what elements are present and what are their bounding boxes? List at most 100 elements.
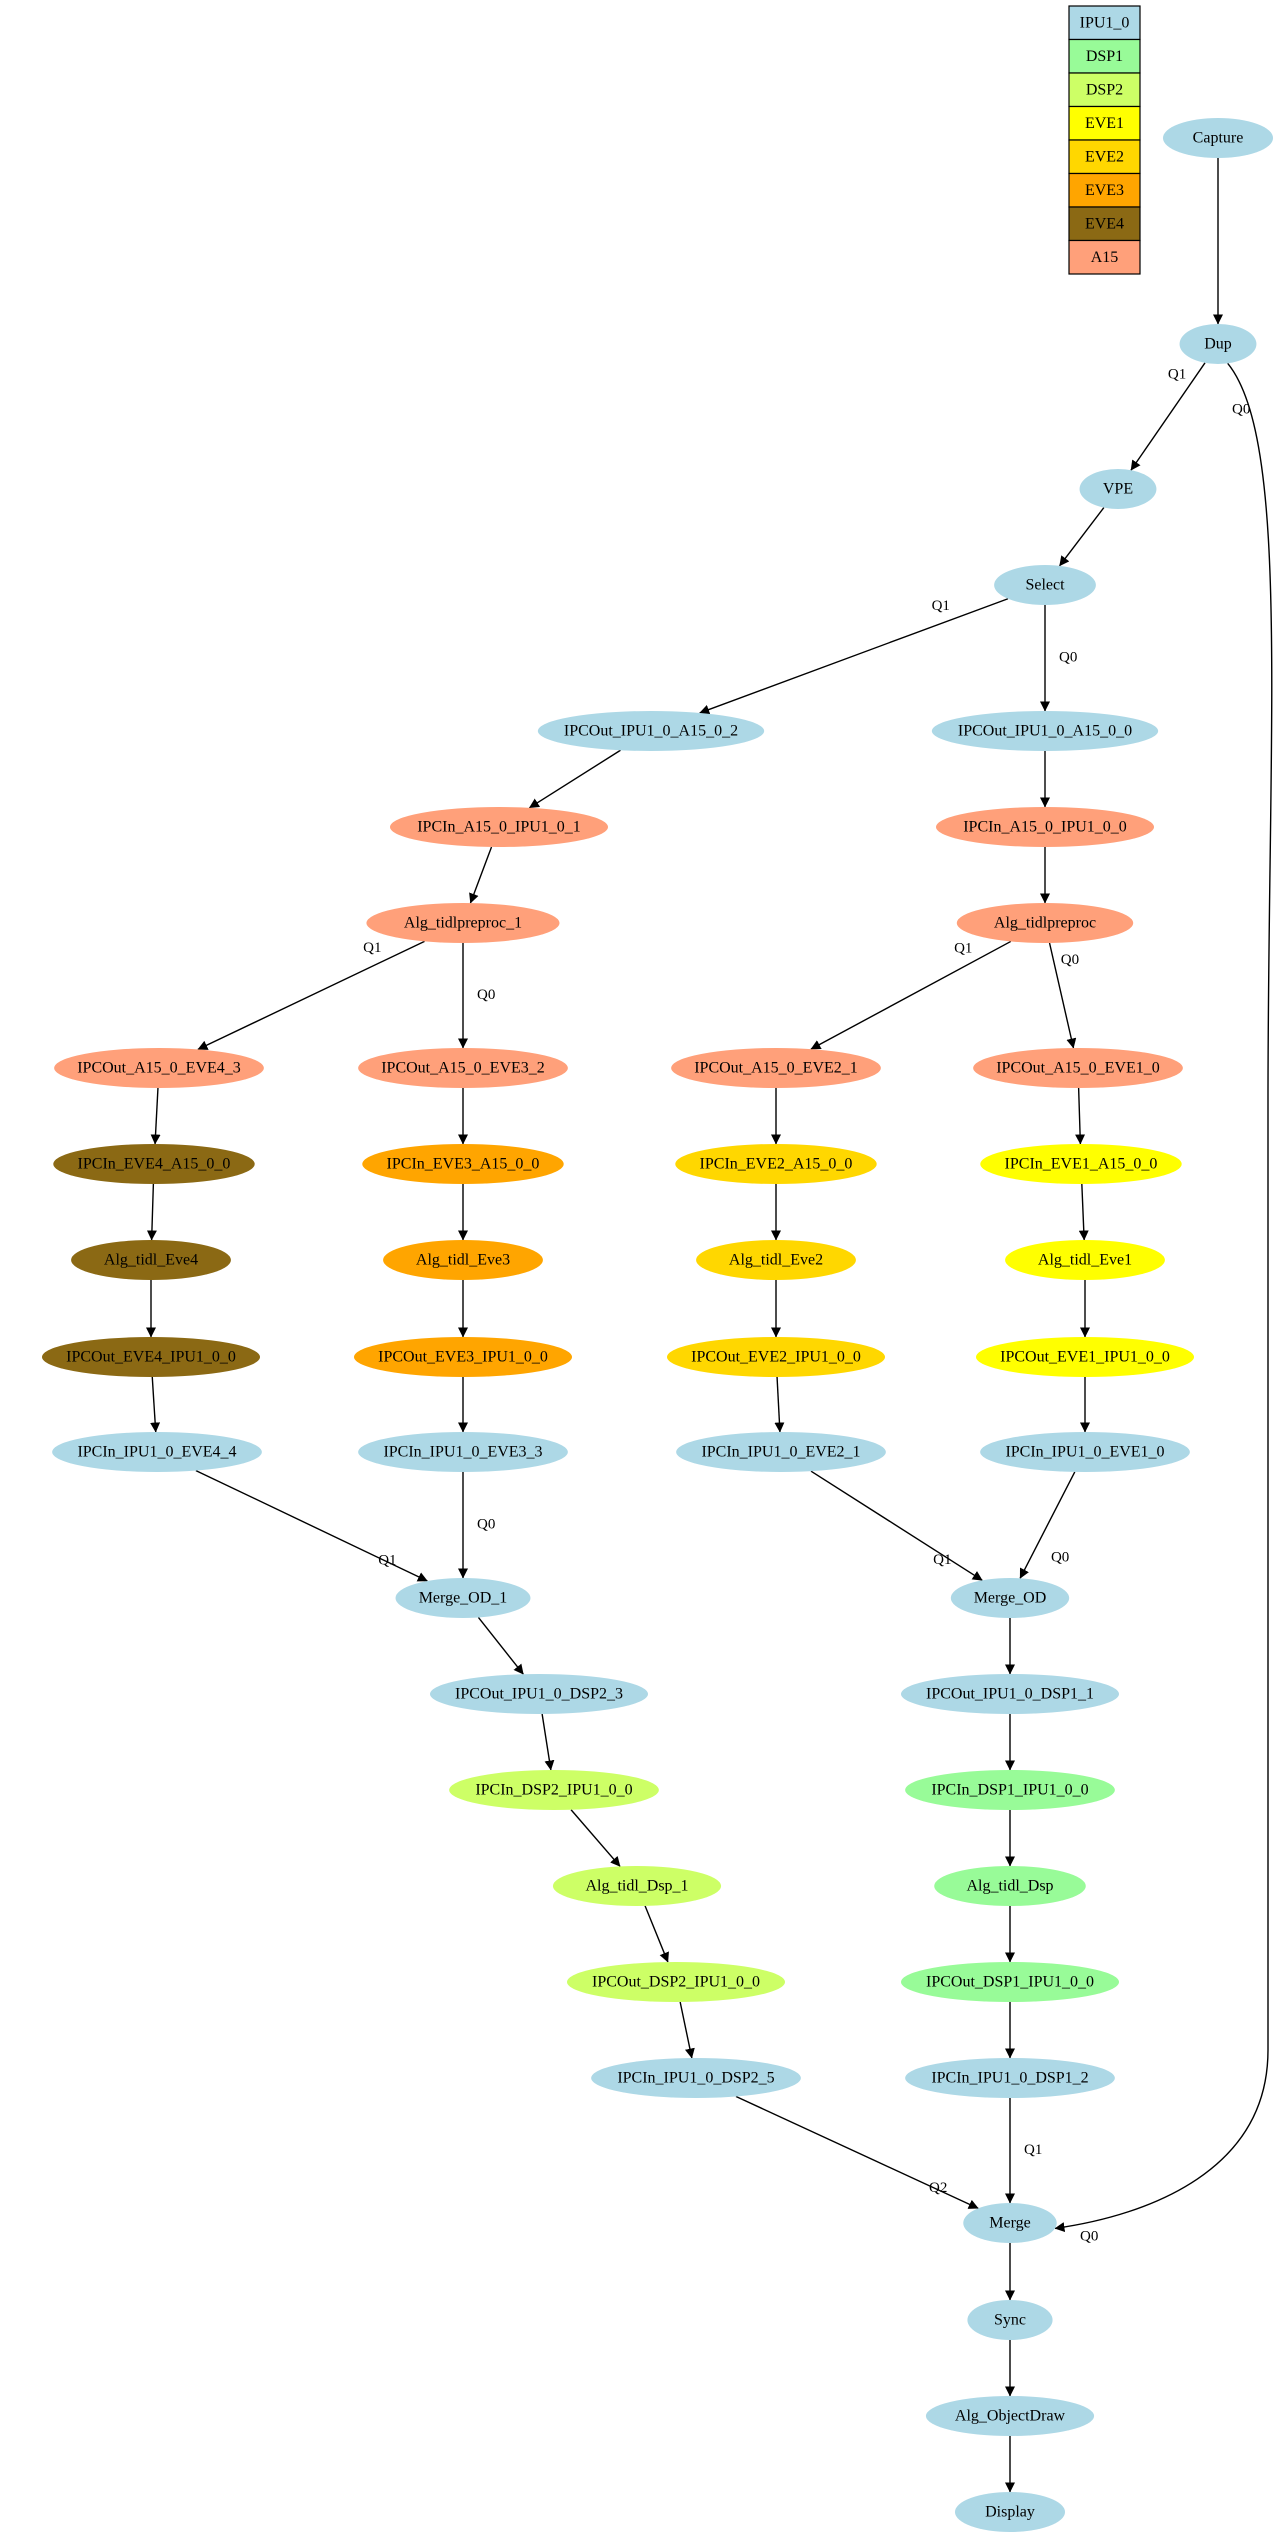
node-label: IPCOut_DSP2_IPU1_0_0 bbox=[592, 1974, 760, 1991]
node-shape bbox=[667, 1337, 885, 1377]
node-shape bbox=[1079, 469, 1157, 509]
node-label: Capture bbox=[1193, 130, 1244, 147]
node-label: IPCOut_A15_0_EVE2_1 bbox=[694, 1060, 858, 1077]
edge-dup-to-vpe: Q1 bbox=[1130, 362, 1206, 471]
node-select[interactable]: Select bbox=[994, 565, 1096, 605]
legend-entry-a15: A15 bbox=[1068, 239, 1141, 275]
node-ipcout-ipu1-dsp1-1[interactable]: IPCOut_IPU1_0_DSP1_1 bbox=[901, 1674, 1119, 1714]
node-label: Alg_ObjectDraw bbox=[955, 2408, 1066, 2425]
node-label: IPCIn_A15_0_IPU1_0_0 bbox=[963, 819, 1127, 836]
node-ipcin-ipu1-dsp2-5[interactable]: IPCIn_IPU1_0_DSP2_5 bbox=[591, 2058, 801, 2098]
edge-label: Q1 bbox=[363, 940, 381, 956]
node-dup[interactable]: Dup bbox=[1179, 324, 1257, 364]
node-alg-tidlpreproc[interactable]: Alg_tidlpreproc bbox=[956, 903, 1134, 943]
node-alg-objectdraw[interactable]: Alg_ObjectDraw bbox=[925, 2396, 1095, 2436]
node-ipcout-ipu1-a15-2[interactable]: IPCOut_IPU1_0_A15_0_2 bbox=[537, 711, 765, 751]
node-ipcin-ipu1-eve1-0[interactable]: IPCIn_IPU1_0_EVE1_0 bbox=[980, 1432, 1190, 1472]
node-label: IPCIn_IPU1_0_EVE3_3 bbox=[383, 1444, 542, 1461]
node-label: Display bbox=[985, 2504, 1035, 2521]
node-sync[interactable]: Sync bbox=[967, 2300, 1053, 2340]
node-label: IPCIn_DSP2_IPU1_0_0 bbox=[475, 1782, 632, 1799]
legend-swatch bbox=[1068, 38, 1141, 74]
legend-entry-eve2: EVE2 bbox=[1068, 139, 1141, 175]
node-ipcin-ipu1-eve3-3[interactable]: IPCIn_IPU1_0_EVE3_3 bbox=[358, 1432, 568, 1472]
node-capture[interactable]: Capture bbox=[1162, 118, 1274, 158]
node-shape bbox=[591, 2058, 801, 2098]
node-ipcout-a15-eve1-0[interactable]: IPCOut_A15_0_EVE1_0 bbox=[973, 1048, 1183, 1088]
node-alg-tidl-eve1[interactable]: Alg_tidl_Eve1 bbox=[1005, 1240, 1165, 1280]
node-alg-tidl-dsp[interactable]: Alg_tidl_Dsp bbox=[934, 1866, 1086, 1906]
edge-line bbox=[1130, 362, 1206, 471]
node-shape bbox=[980, 1144, 1182, 1184]
node-display[interactable]: Display bbox=[954, 2492, 1066, 2532]
node-vpe[interactable]: VPE bbox=[1079, 469, 1157, 509]
node-merge-od-1[interactable]: Merge_OD_1 bbox=[395, 1578, 531, 1618]
node-ipcin-ipu1-eve2-1[interactable]: IPCIn_IPU1_0_EVE2_1 bbox=[676, 1432, 886, 1472]
node-shape bbox=[1005, 1240, 1165, 1280]
edge-line bbox=[1078, 1183, 1089, 1241]
legend-entry-dsp2: DSP2 bbox=[1068, 72, 1141, 108]
edge-label: Q0 bbox=[1061, 952, 1079, 968]
node-alg-tidl-eve2[interactable]: Alg_tidl_Eve2 bbox=[696, 1240, 856, 1280]
node-ipcout-ipu1-dsp2-3[interactable]: IPCOut_IPU1_0_DSP2_3 bbox=[430, 1674, 648, 1714]
edge-ipcin_eve1_a15-to-alg_tidl_eve1 bbox=[1078, 1183, 1089, 1241]
node-shape bbox=[354, 1337, 572, 1377]
edge-ipcin_ipu1_dsp2_5-to-merge: Q2 bbox=[735, 2095, 979, 2209]
node-shape bbox=[980, 1432, 1190, 1472]
node-ipcout-a15-eve3-2[interactable]: IPCOut_A15_0_EVE3_2 bbox=[358, 1048, 568, 1088]
node-ipcin-ipu1-eve4-4[interactable]: IPCIn_IPU1_0_EVE4_4 bbox=[52, 1432, 262, 1472]
node-label: Alg_tidl_Dsp bbox=[966, 1878, 1053, 1895]
node-ipcin-ipu1-dsp1-2[interactable]: IPCIn_IPU1_0_DSP1_2 bbox=[905, 2058, 1115, 2098]
node-merge[interactable]: Merge bbox=[963, 2203, 1057, 2243]
node-merge-od[interactable]: Merge_OD bbox=[950, 1578, 1070, 1618]
edge-line bbox=[679, 2001, 695, 2059]
node-shape bbox=[1179, 324, 1257, 364]
node-label: Alg_tidl_Eve2 bbox=[729, 1252, 823, 1269]
node-ipcout-a15-eve4-3[interactable]: IPCOut_A15_0_EVE4_3 bbox=[54, 1048, 264, 1088]
edge-line bbox=[541, 1713, 555, 1771]
node-shape bbox=[567, 1962, 785, 2002]
node-shape bbox=[537, 711, 765, 751]
node-ipcout-a15-eve2-1[interactable]: IPCOut_A15_0_EVE2_1 bbox=[671, 1048, 881, 1088]
node-shape bbox=[954, 2492, 1066, 2532]
node-alg-tidl-dsp-1[interactable]: Alg_tidl_Dsp_1 bbox=[552, 1866, 722, 1906]
node-alg-tidl-eve3[interactable]: Alg_tidl_Eve3 bbox=[383, 1240, 543, 1280]
node-ipcin-a15-ipu1-0[interactable]: IPCIn_A15_0_IPU1_0_0 bbox=[936, 807, 1154, 847]
node-shape bbox=[696, 1240, 856, 1280]
edge-line bbox=[150, 1376, 161, 1433]
edge-label: Q1 bbox=[932, 598, 950, 614]
node-label: Alg_tidlpreproc bbox=[994, 915, 1096, 932]
node-label: Alg_tidl_Dsp_1 bbox=[585, 1878, 688, 1895]
legend-label: IPU1_0 bbox=[1080, 14, 1130, 31]
node-shape bbox=[52, 1432, 262, 1472]
node-label: IPCOut_IPU1_0_DSP2_3 bbox=[455, 1686, 623, 1703]
node-shape bbox=[366, 903, 560, 943]
node-ipcin-eve3-a15[interactable]: IPCIn_EVE3_A15_0_0 bbox=[362, 1144, 564, 1184]
node-ipcin-a15-ipu1-1[interactable]: IPCIn_A15_0_IPU1_0_1 bbox=[390, 807, 608, 847]
edge-line bbox=[810, 1470, 983, 1581]
node-label: Dup bbox=[1204, 336, 1232, 353]
edge-line bbox=[146, 1183, 157, 1241]
node-ipcin-eve4-a15[interactable]: IPCIn_EVE4_A15_0_0 bbox=[53, 1144, 255, 1184]
node-ipcout-eve4-ipu1[interactable]: IPCOut_EVE4_IPU1_0_0 bbox=[42, 1337, 260, 1377]
edge-label: Q0 bbox=[1051, 1550, 1069, 1566]
node-ipcout-dsp1-ipu1[interactable]: IPCOut_DSP1_IPU1_0_0 bbox=[901, 1962, 1119, 2002]
node-label: IPCOut_EVE1_IPU1_0_0 bbox=[1000, 1349, 1170, 1366]
node-ipcout-eve2-ipu1[interactable]: IPCOut_EVE2_IPU1_0_0 bbox=[667, 1337, 885, 1377]
node-label: IPCIn_A15_0_IPU1_0_1 bbox=[417, 819, 581, 836]
node-ipcout-eve1-ipu1[interactable]: IPCOut_EVE1_IPU1_0_0 bbox=[976, 1337, 1194, 1377]
node-ipcin-eve2-a15[interactable]: IPCIn_EVE2_A15_0_0 bbox=[675, 1144, 877, 1184]
node-ipcout-dsp2-ipu1[interactable]: IPCOut_DSP2_IPU1_0_0 bbox=[567, 1962, 785, 2002]
legend-label: EVE3 bbox=[1085, 182, 1124, 199]
node-ipcout-eve3-ipu1[interactable]: IPCOut_EVE3_IPU1_0_0 bbox=[354, 1337, 572, 1377]
node-ipcin-dsp1-ipu1[interactable]: IPCIn_DSP1_IPU1_0_0 bbox=[905, 1770, 1115, 1810]
edge-alg_tidlpreproc_1-to-ipcout_a15_eve4_3: Q1 bbox=[197, 940, 425, 1051]
node-ipcout-ipu1-a15-0[interactable]: IPCOut_IPU1_0_A15_0_0 bbox=[931, 711, 1159, 751]
node-ipcin-dsp2-ipu1[interactable]: IPCIn_DSP2_IPU1_0_0 bbox=[449, 1770, 659, 1810]
node-alg-tidl-eve4[interactable]: Alg_tidl_Eve4 bbox=[71, 1240, 231, 1280]
node-alg-tidlpreproc-1[interactable]: Alg_tidlpreproc_1 bbox=[366, 903, 560, 943]
node-ipcin-eve1-a15[interactable]: IPCIn_EVE1_A15_0_0 bbox=[980, 1144, 1182, 1184]
edge-line bbox=[1054, 362, 1273, 2233]
